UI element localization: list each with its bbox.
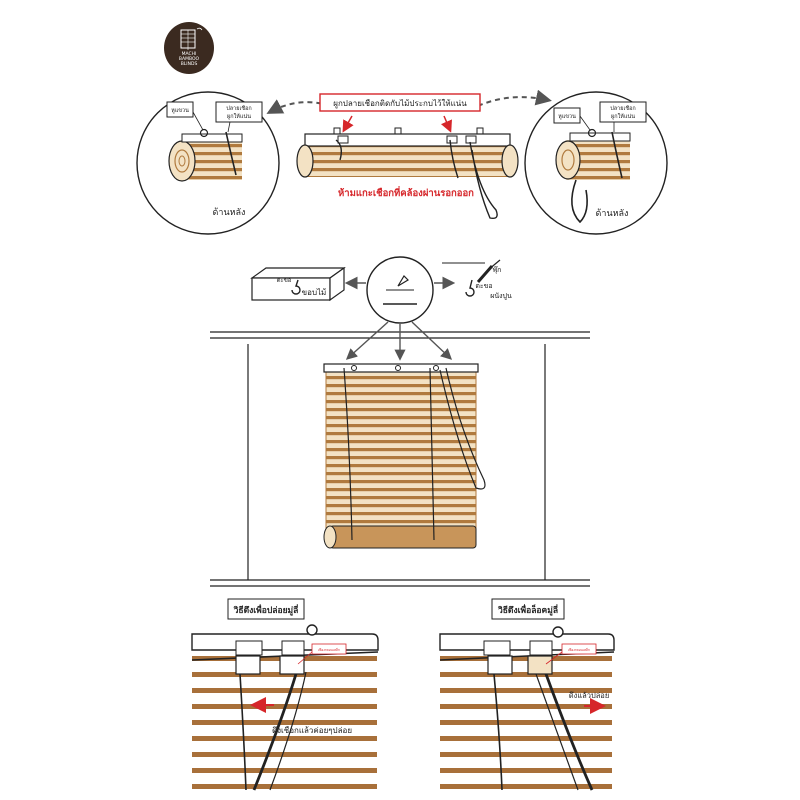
left-label-rope-end-1: ปลายเชือก — [226, 105, 251, 112]
wood-frame-label: ขอบไม้ — [302, 288, 327, 297]
brand-logo: MACHI BAMBOO BLINDS — [164, 22, 214, 74]
release-title-frame — [227, 598, 305, 620]
wall-label: ผนังปูน — [490, 292, 512, 300]
top-rolled-blind — [296, 115, 519, 220]
release-instruction: ดึงเชือกแล้วค่อยๆปล่อย — [272, 726, 352, 735]
wall-mount-detail — [442, 259, 501, 297]
hanging-rope-loop — [571, 179, 588, 224]
screw-label: พุ๊ก — [493, 266, 502, 274]
right-caption: ด้านหลัง — [596, 208, 629, 219]
pull-cord — [469, 141, 498, 220]
logo-line-2: BAMBOO — [178, 57, 200, 62]
lock-panel — [439, 598, 615, 800]
right-label-rope-end-1: ปลายเชือก — [610, 105, 635, 112]
instruction-banner-frame — [319, 93, 481, 112]
wall-hook-icon — [465, 279, 475, 297]
roll-end — [168, 140, 196, 182]
left-label-rope-end-2: ผูกให้แน่น — [227, 113, 251, 120]
lock-small-label: เฟืองกลอนเหล็ก — [568, 646, 590, 652]
logo-line-1: MACHI — [181, 52, 197, 57]
right-label-rope-end-2: ผูกให้แน่น — [611, 113, 635, 120]
wall-hook-label: ตะขอ — [475, 282, 492, 290]
left-caption: ด้านหลัง — [213, 207, 246, 218]
release-small-label: เฟืองกลอนเหล็ก — [318, 646, 340, 652]
release-panel — [191, 598, 379, 800]
warning-text: ห้ามแกะเชือกที่คล้องผ่านรอกออก — [338, 185, 474, 199]
left-detail-circle — [136, 91, 280, 235]
lock-instruction: ดึงแล้วปล่อย — [569, 691, 610, 700]
dashed-arrow-left — [266, 99, 331, 114]
dashed-arrow-right — [477, 89, 552, 107]
left-label-pulley: หูแขวน — [171, 108, 189, 114]
right-detail-circle — [524, 91, 668, 235]
instruction-banner-text: ผูกปลายเชือกติดกับไม้ประกบไว้ให้แน่น — [333, 99, 467, 109]
release-title: วิธีดึงเพื่อปล่อยมู่ลี่ — [233, 603, 298, 616]
wood-hook-label: ตะขอ — [277, 277, 292, 284]
logo-line-3: BLINDS — [180, 62, 198, 67]
lock-title-frame — [491, 598, 565, 620]
center-detail-circle — [366, 256, 434, 324]
right-label-pulley: หูแขวน — [558, 114, 576, 120]
hook-mount-icon — [397, 275, 409, 287]
blind-logo-icon — [180, 27, 203, 50]
lock-title: วิธีดึงเพื่อล็อคมู่ลี่ — [498, 603, 558, 616]
wood-mount-block — [250, 266, 346, 302]
main-bamboo-blind — [323, 363, 486, 549]
wood-hook-icon — [291, 279, 301, 295]
